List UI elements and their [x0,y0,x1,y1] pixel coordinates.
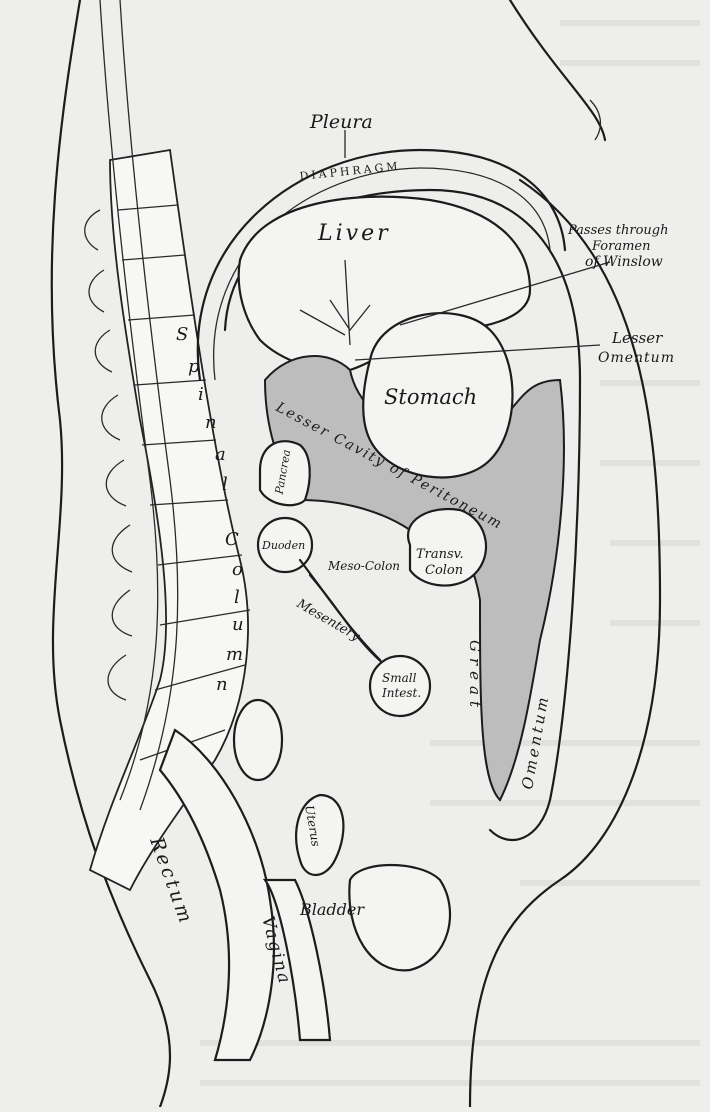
label-mesentery: Mesentery [293,596,363,645]
label-lesser-omentum-2: Omentum [598,350,675,366]
spinal-letter: l [222,474,228,495]
pelvic-loop [234,700,282,780]
spinal-letter: i [198,384,204,405]
label-great: Great [466,640,484,713]
label-passes-through-2: Foramen [591,239,651,254]
label-passes-through-1: Passes through [567,223,668,238]
label-lesser-omentum-1: Lesser [611,329,663,347]
spinal-letter: n [216,674,228,695]
spinal-letter: o [232,559,243,580]
spinal-letter: p [188,356,200,377]
label-small-intest-2: Intest. [381,686,421,700]
bladder [349,865,450,970]
spinal-letter: l [234,587,240,608]
label-small-intest-1: Small [382,671,417,685]
spinal-letter: u [232,614,244,635]
label-duoden: Duoden [261,539,305,552]
spinal-letter: m [226,644,243,665]
label-meso-colon: Meso-Colon [327,559,400,573]
spinal-letter: C [225,529,239,550]
label-passes-through-3: of Winslow [585,254,663,270]
label-bladder: Bladder [299,900,365,919]
label-stomach: Stomach [384,385,477,409]
label-liver: Liver [317,221,391,246]
label-pleura: Pleura [309,111,373,133]
label-transv-colon-1: Transv. [416,547,464,562]
spinal-letter: n [205,412,217,433]
skin-fold [590,100,600,140]
spinal-letter: a [215,444,226,465]
label-rectum: Rectum [145,833,198,928]
spinal-letter: S [176,324,188,345]
label-transv-colon-2: Colon [425,563,463,578]
